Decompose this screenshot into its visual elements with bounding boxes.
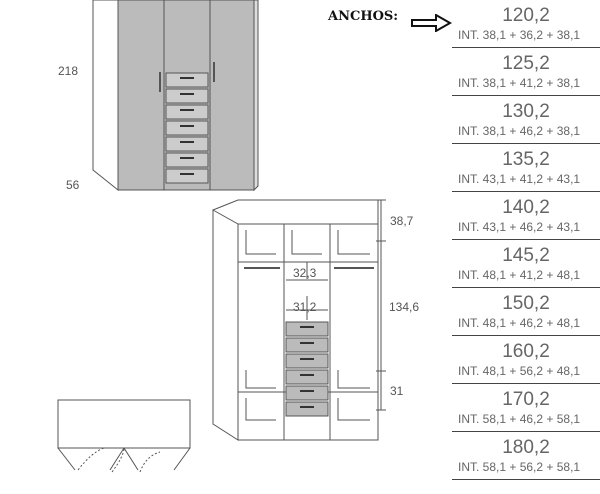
width-row: 140,2 INT. 43,1 + 46,2 + 43,1: [452, 192, 600, 240]
right-arrow-icon: [411, 14, 452, 32]
width-row: 145,2 INT. 48,1 + 41,2 + 48,1: [452, 240, 600, 288]
gap-upper-label: 32,3: [293, 266, 317, 280]
width-interior: INT. 48,1 + 46,2 + 48,1: [458, 316, 581, 330]
width-row: 125,2 INT. 38,1 + 41,2 + 38,1: [452, 48, 600, 96]
width-total: 180,2: [502, 437, 550, 458]
width-total: 125,2: [502, 53, 550, 74]
width-total: 145,2: [502, 245, 550, 266]
widths-table: 120,2 INT. 38,1 + 36,2 + 38,1 125,2 INT.…: [452, 0, 600, 480]
width-interior: INT. 58,1 + 56,2 + 58,1: [458, 460, 581, 474]
bottom-section-label: 31: [390, 384, 404, 398]
depth-label: 56: [66, 178, 80, 192]
width-interior: INT. 38,1 + 41,2 + 38,1: [458, 76, 581, 90]
closed-wardrobe: [92, 0, 259, 192]
open-wardrobe: [212, 199, 386, 441]
width-interior: INT. 58,1 + 46,2 + 58,1: [458, 412, 581, 426]
width-interior: INT. 48,1 + 41,2 + 48,1: [458, 268, 581, 282]
width-row: 160,2 INT. 48,1 + 56,2 + 48,1: [452, 336, 600, 384]
width-total: 170,2: [502, 389, 550, 410]
width-row: 150,2 INT. 48,1 + 46,2 + 48,1: [452, 288, 600, 336]
closed-drawers: [165, 72, 209, 184]
anchos-label: ANCHOS:: [328, 9, 399, 24]
width-row: 120,2 INT. 38,1 + 36,2 + 38,1: [452, 0, 600, 48]
width-total: 160,2: [502, 341, 550, 362]
height-total-label: 218: [58, 64, 79, 78]
width-total: 135,2: [502, 149, 550, 170]
plan-view: [57, 399, 191, 473]
width-row: 135,2 INT. 43,1 + 41,2 + 43,1: [452, 144, 600, 192]
middle-section-label: 134,6: [389, 300, 420, 314]
gap-lower-label: 31,2: [293, 300, 317, 314]
width-interior: INT. 38,1 + 46,2 + 38,1: [458, 124, 581, 138]
width-interior: INT. 43,1 + 46,2 + 43,1: [458, 220, 581, 234]
width-total: 140,2: [502, 197, 550, 218]
top-section-label: 38,7: [390, 214, 414, 228]
width-total: 130,2: [502, 101, 550, 122]
width-interior: INT. 38,1 + 36,2 + 38,1: [458, 28, 581, 42]
width-interior: INT. 43,1 + 41,2 + 43,1: [458, 172, 581, 186]
width-interior: INT. 48,1 + 56,2 + 48,1: [458, 364, 581, 378]
open-drawers: [285, 321, 329, 417]
width-row: 180,2 INT. 58,1 + 56,2 + 58,1: [452, 432, 600, 480]
width-row: 170,2 INT. 58,1 + 46,2 + 58,1: [452, 384, 600, 432]
width-total: 150,2: [502, 293, 550, 314]
width-total: 120,2: [502, 5, 550, 26]
width-row: 130,2 INT. 38,1 + 46,2 + 38,1: [452, 96, 600, 144]
